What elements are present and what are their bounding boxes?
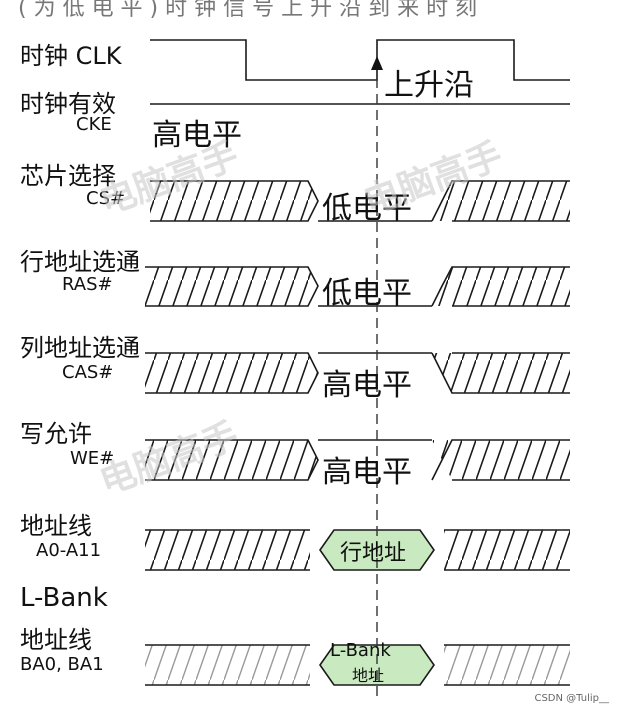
we-waveform <box>145 439 570 481</box>
bank-state-line2: 地址 <box>352 666 385 685</box>
label-addr: 地址线 <box>20 512 92 540</box>
label-cs: 芯片选择 <box>20 162 116 190</box>
label-cke-sub: CKE <box>76 114 112 135</box>
label-cas-sub: CAS# <box>62 362 114 383</box>
label-bank-sub: BA0, BA1 <box>20 654 104 675</box>
cas-state-label: 高电平 <box>322 368 412 403</box>
rising-edge-arrow <box>371 56 383 70</box>
cas-waveform <box>145 352 570 394</box>
csdn-credit: CSDN @Tulip__ <box>534 693 609 704</box>
bank-state-line1: L-Bank <box>330 640 391 661</box>
cke-state-label: 高电平 <box>152 118 242 153</box>
ras-state-label: 低电平 <box>322 276 412 311</box>
label-ras: 行地址选通 <box>20 248 140 276</box>
ras-waveform <box>145 266 570 307</box>
label-addr-sub: A0-A11 <box>36 540 102 561</box>
label-bank: L-Bank <box>20 583 108 613</box>
bank-waveform <box>145 644 570 686</box>
addr-state-label: 行地址 <box>340 541 407 566</box>
label-cas: 列地址选通 <box>20 334 140 362</box>
clk-waveform <box>150 39 570 81</box>
header-fragment: ( 为 低 电 平 ) 时 钟 信 号 上 升 沿 到 来 时 刻 <box>18 0 478 21</box>
we-state-label: 高电平 <box>322 455 412 490</box>
cs-waveform <box>150 180 570 222</box>
label-bank-addr: 地址线 <box>20 626 92 654</box>
label-cke: 时钟有效 <box>20 90 116 118</box>
label-we: 写允许 <box>20 420 92 448</box>
bank-valid-window <box>319 644 435 686</box>
label-clk: 时钟 CLK <box>20 42 122 70</box>
label-cs-sub: CS# <box>86 188 126 209</box>
rising-edge-label: 上升沿 <box>384 68 474 103</box>
label-we-sub: WE# <box>70 448 115 469</box>
label-ras-sub: RAS# <box>62 274 113 295</box>
cs-state-label: 低电平 <box>322 191 412 226</box>
